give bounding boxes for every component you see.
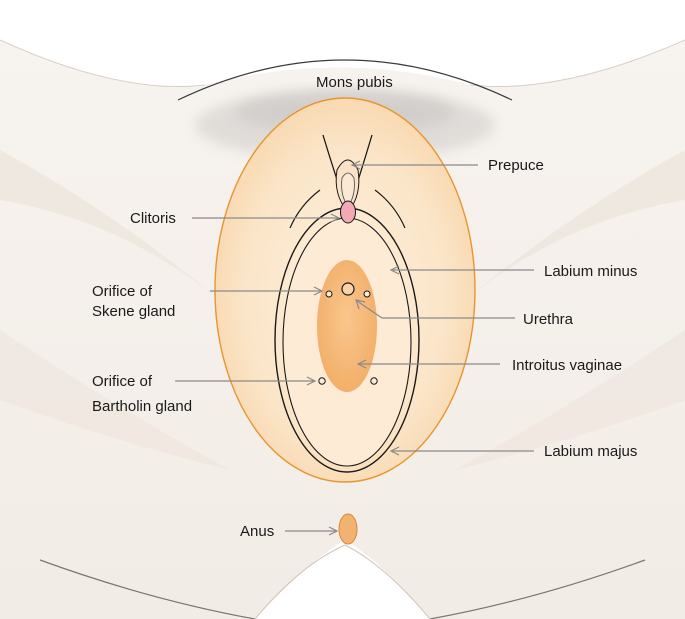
bartholin-orifice-left (318, 377, 326, 385)
label-skene-line1: Orifice of (92, 283, 153, 300)
label-labium-majus: Labium majus (544, 443, 637, 460)
label-introitus-vaginae: Introitus vaginae (512, 357, 622, 374)
introitus-vaginae (317, 260, 377, 392)
label-bartholin-line1: Orifice of (92, 373, 153, 390)
label-clitoris: Clitoris (130, 210, 176, 227)
label-labium-minus: Labium minus (544, 263, 637, 280)
urethra (341, 282, 355, 296)
label-anus: Anus (240, 523, 274, 540)
bartholin-orifice-right (370, 377, 378, 385)
label-skene-line2: Skene gland (92, 303, 175, 320)
skene-orifice-right (363, 290, 371, 298)
label-mons-pubis: Mons pubis (316, 74, 393, 91)
anus (338, 513, 358, 545)
leader-lines (175, 160, 534, 536)
label-bartholin-line2: Bartholin gland (92, 398, 192, 415)
label-prepuce: Prepuce (488, 157, 544, 174)
skene-orifice-left (325, 290, 333, 298)
clitoris (340, 200, 356, 224)
label-urethra: Urethra (523, 311, 574, 328)
